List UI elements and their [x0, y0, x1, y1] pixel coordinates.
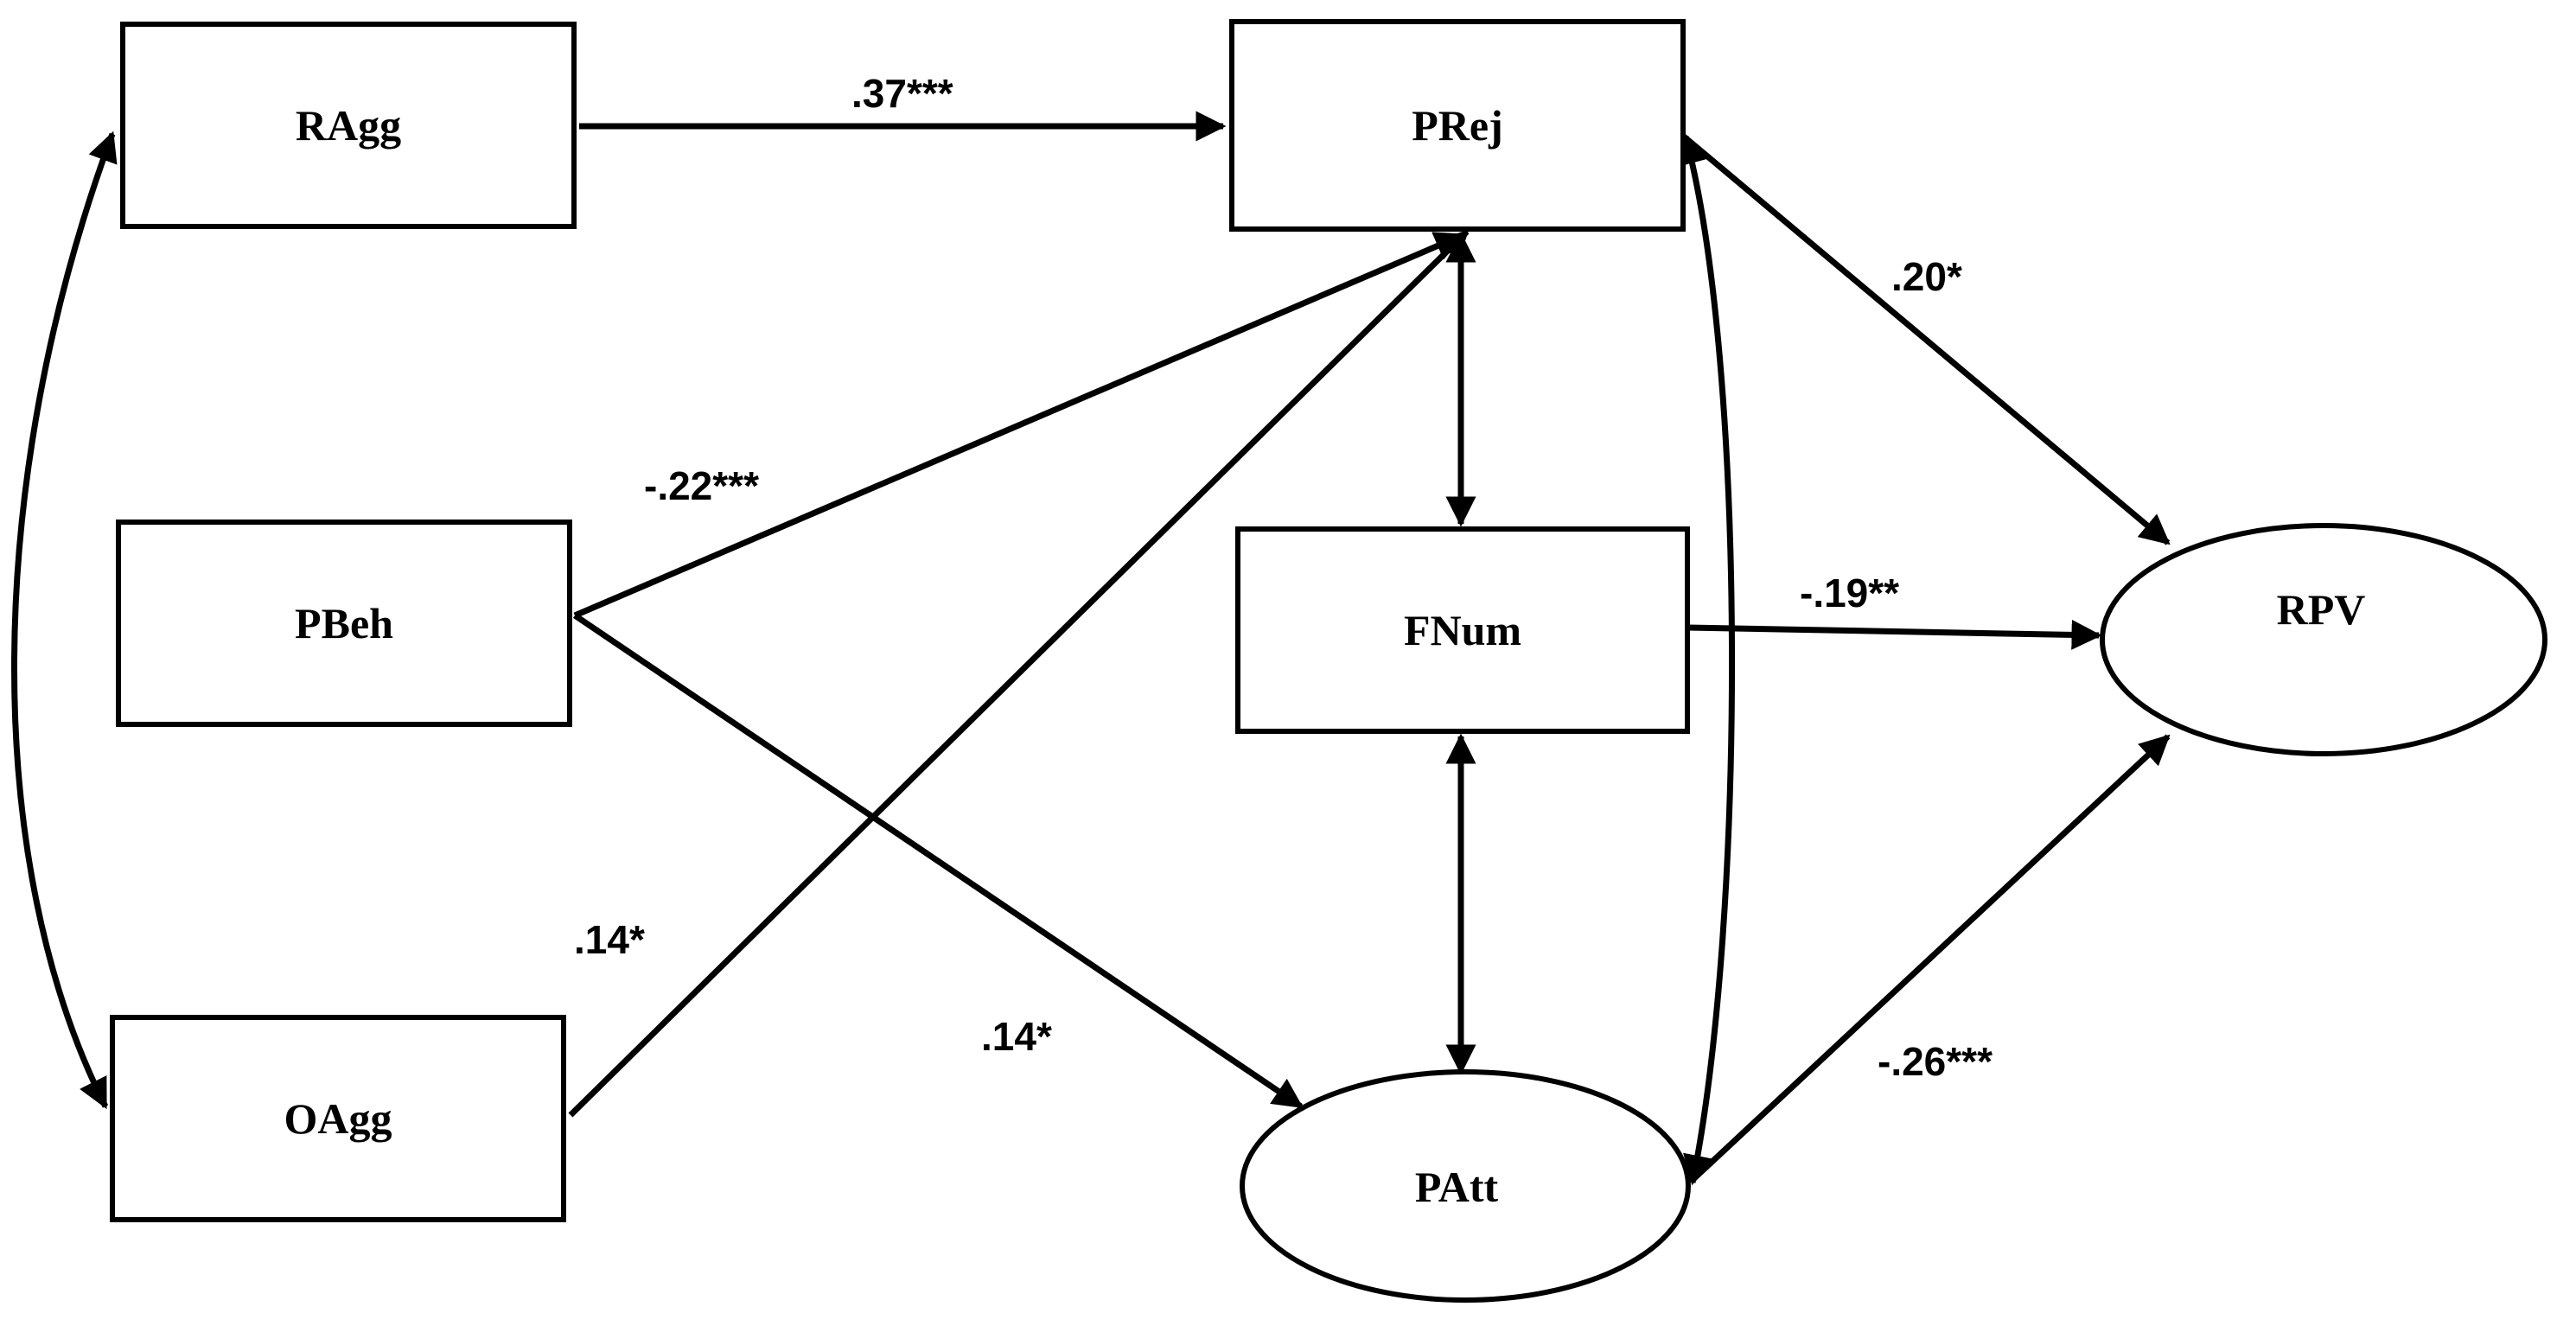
node-rpv-ellipse — [2100, 523, 2547, 756]
node-pbeh-label: PBeh — [295, 599, 393, 647]
node-fnum-box — [1235, 526, 1690, 734]
path-oagg-prej — [568, 229, 1470, 1118]
node-fnum: FNum — [1235, 526, 1690, 734]
node-fnum-label: FNum — [1404, 606, 1521, 654]
coef-pbeh-prej: -.22*** — [644, 463, 759, 508]
path-ragg-oagg-correlation — [11, 131, 118, 1110]
node-oagg: OAgg — [110, 1015, 566, 1222]
coef-prej-rpv: .20* — [1891, 254, 1962, 299]
node-patt-ellipse — [1240, 1069, 1691, 1303]
coefficient-labels: .37*** -.22*** .14* .14* .20* -.19** -.2… — [574, 71, 1993, 1084]
node-oagg-label: OAgg — [284, 1094, 392, 1143]
node-prej: PRej — [1229, 19, 1686, 232]
node-ragg: RAgg — [120, 22, 577, 229]
coef-patt-rpv: -.26*** — [1878, 1039, 1993, 1084]
node-pbeh-box — [116, 520, 572, 727]
node-patt: PAtt — [1240, 1069, 1691, 1303]
coef-pbeh-patt: .14* — [981, 1014, 1052, 1059]
coef-ragg-prej: .37*** — [851, 71, 953, 116]
node-prej-label: PRej — [1412, 101, 1503, 150]
node-ragg-label: RAgg — [296, 101, 401, 150]
coef-oagg-prej: .14* — [574, 917, 645, 962]
node-pbeh: PBeh — [116, 520, 572, 727]
node-oagg-box — [110, 1015, 566, 1222]
path-pbeh-patt — [573, 613, 1304, 1109]
node-rpv: RPV — [2100, 523, 2547, 756]
coef-fnum-rpv: -.19** — [1800, 571, 1899, 615]
node-patt-label: PAtt — [1415, 1163, 1499, 1211]
path-prej-patt-correlation — [1678, 133, 1736, 1186]
path-fnum-rpv — [1687, 619, 2102, 650]
path-prej-rpv — [1681, 134, 2171, 545]
path-patt-rpv — [1690, 734, 2171, 1183]
paths — [11, 111, 2171, 1186]
path-pbeh-prej — [573, 232, 1466, 619]
node-prej-box — [1229, 19, 1686, 232]
node-ragg-box — [120, 22, 577, 229]
node-rpv-label: RPV — [2277, 585, 2366, 634]
